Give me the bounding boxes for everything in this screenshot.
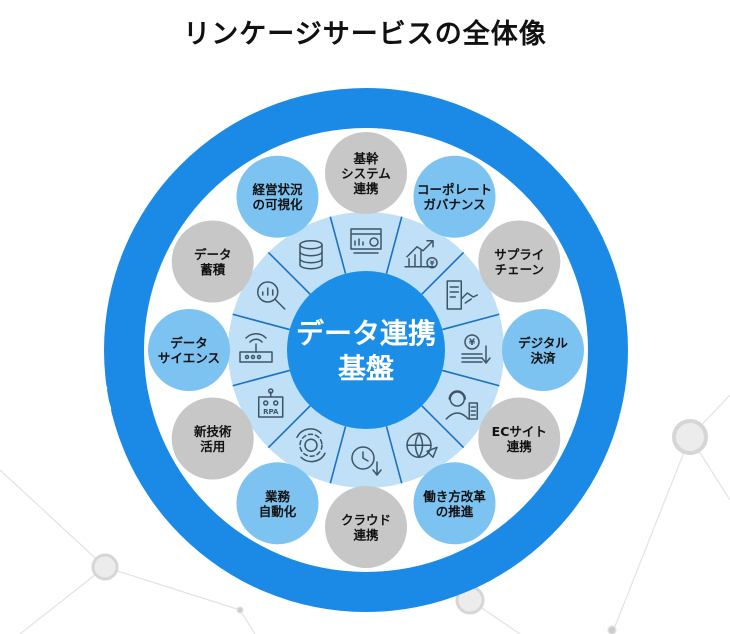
service-node-circle xyxy=(325,132,407,214)
service-node-label: データサイエンス xyxy=(158,336,220,366)
spoke xyxy=(232,369,290,387)
spoke xyxy=(329,216,347,274)
service-node-label: ECサイト連携 xyxy=(492,424,547,454)
service-node-gyomu: 業務自動化 xyxy=(236,462,319,545)
spoke xyxy=(442,313,500,331)
spoke xyxy=(385,426,403,484)
service-node-circle xyxy=(413,462,496,545)
service-node-cloud: クラウド連携 xyxy=(325,486,407,568)
service-node-chikuseki: データ蓄積 xyxy=(171,220,254,303)
service-node-circle xyxy=(502,309,584,391)
service-node-circle xyxy=(148,309,230,391)
service-node-circle xyxy=(171,220,254,303)
yen-coins-icon: ¥ xyxy=(461,334,491,364)
spoke xyxy=(232,313,290,331)
service-node-digital: デジタル決済 xyxy=(502,309,584,391)
service-node-circle xyxy=(478,397,561,480)
icon-ring: ¥ ¥ RPA xyxy=(239,228,491,476)
service-node-supply: サプライチェーン xyxy=(478,220,561,303)
service-node-kikan: 基幹システム連携 xyxy=(325,132,407,214)
service-node-circle xyxy=(236,462,319,545)
support-operator-icon xyxy=(445,390,479,420)
service-node-circle xyxy=(171,397,254,480)
center-label-line2: 基盤 xyxy=(338,352,395,385)
service-node-keiei: 経営状況の可視化 xyxy=(236,155,319,238)
database-icon xyxy=(299,239,323,270)
spoke xyxy=(329,426,347,484)
service-node-label: サプライチェーン xyxy=(494,247,544,277)
iot-router-icon xyxy=(239,333,273,363)
svg-text:¥: ¥ xyxy=(430,260,435,268)
center-circle xyxy=(287,271,445,429)
service-node-label: 基幹システム連携 xyxy=(341,151,391,196)
magnifier-chart-icon xyxy=(256,281,286,310)
service-node-corporate: コーポレートガバナンス xyxy=(413,155,496,238)
clock-download-icon xyxy=(351,446,382,476)
service-node-label: クラウド連携 xyxy=(341,513,391,543)
service-node-label: 新技術活用 xyxy=(194,424,232,454)
growth-chart-icon: ¥ xyxy=(404,239,438,269)
service-node-circle xyxy=(413,155,496,238)
spoke xyxy=(442,369,500,387)
svg-text:RPA: RPA xyxy=(263,408,279,416)
spoke xyxy=(267,405,311,449)
service-node-science: データサイエンス xyxy=(148,309,230,391)
spokes xyxy=(232,216,500,484)
service-node-circle xyxy=(325,486,407,568)
svg-text:¥: ¥ xyxy=(469,338,476,348)
service-node-circle xyxy=(236,155,319,238)
center-label-line1: データ連携 xyxy=(296,317,436,350)
handshake-document-icon xyxy=(446,280,479,310)
service-node-label: 働き方改革の推進 xyxy=(422,489,486,519)
service-node-label: 経営状況の可視化 xyxy=(252,182,303,212)
spoke xyxy=(421,251,465,295)
gear-cycle-icon xyxy=(296,428,326,463)
spoke xyxy=(421,405,465,449)
rpa-robot-icon: RPA xyxy=(257,388,284,418)
spoke xyxy=(267,251,311,295)
service-node-label: データ蓄積 xyxy=(194,247,232,277)
service-node-label: 業務自動化 xyxy=(259,489,297,519)
dashboard-icon xyxy=(350,228,382,254)
service-node-ec: ECサイト連携 xyxy=(478,397,561,480)
service-node-hataraki: 働き方改革の推進 xyxy=(413,462,496,545)
service-node-circle xyxy=(478,220,561,303)
spoke xyxy=(385,216,403,274)
background-network xyxy=(0,394,730,634)
service-nodes: 基幹システム連携コーポレートガバナンスサプライチェーンデジタル決済 ECサイト連携… xyxy=(148,132,584,568)
service-node-label: デジタル決済 xyxy=(518,336,568,366)
globe-plane-icon xyxy=(406,432,438,459)
service-node-label: コーポレートガバナンス xyxy=(417,182,492,212)
page-title: リンケージサービスの全体像 xyxy=(183,19,547,50)
service-node-shingijutsu: 新技術活用 xyxy=(171,397,254,480)
